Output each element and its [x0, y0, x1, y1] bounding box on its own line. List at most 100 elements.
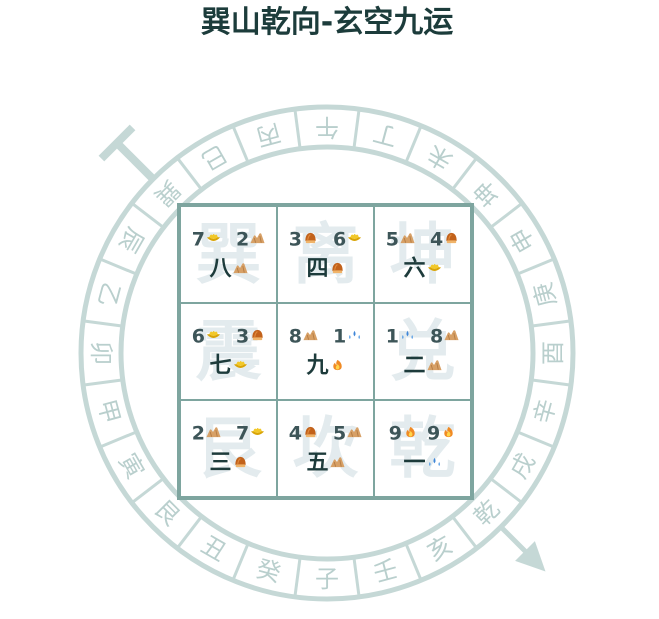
period-row: 四: [278, 256, 373, 283]
hut-icon: [250, 329, 265, 341]
mountain-t-marker-icon: [98, 124, 155, 181]
mountain-star: 6: [192, 325, 221, 348]
mountain-icon: [400, 232, 415, 244]
mountain-icon: [330, 456, 345, 468]
mountain-icon: [303, 329, 318, 341]
facing-star: 6: [333, 228, 362, 251]
period-star-number: 一: [403, 450, 426, 476]
ring-label-gui: 癸: [253, 555, 283, 588]
facing-star-number: 1: [333, 325, 347, 348]
period-row: 六: [375, 256, 470, 283]
period-row: 九: [278, 353, 373, 380]
period-row: 二: [375, 353, 470, 380]
mountain-icon: [347, 426, 362, 438]
mountain-icon: [427, 359, 442, 371]
star-row: 9 9: [375, 422, 470, 445]
palace-watermark: 乾: [389, 409, 456, 487]
period-row: 五: [278, 450, 373, 477]
facing-star-number: 7: [236, 422, 250, 445]
palace-watermark: 兑: [389, 312, 456, 390]
star-row: 4 5: [278, 422, 373, 445]
facing-star: 9: [427, 422, 456, 445]
mountain-icon: [206, 426, 221, 438]
nine-palace-grid: 巽 7 2 八 离 3 6 四 坤 5 4 六 震 6 3 七 8: [177, 203, 474, 500]
star-row: 1 8: [375, 325, 470, 348]
facing-star: 2: [236, 228, 265, 251]
palace-watermark: 震: [195, 312, 262, 390]
mountain-star-number: 9: [388, 422, 402, 445]
ring-label-chou: 丑: [197, 531, 232, 567]
palace-watermark: 巽: [195, 215, 262, 293]
water-drops-icon: [400, 329, 415, 341]
gold-ingot-icon: [250, 426, 265, 438]
palace-watermark: [278, 304, 373, 399]
ring-label-mao: 卯: [87, 341, 115, 365]
gold-ingot-icon: [233, 359, 248, 371]
ring-label-xu: 戌: [505, 449, 541, 484]
palace-cell-kan: 坎 4 5 五: [278, 401, 373, 496]
ring-label-jia: 甲: [92, 396, 125, 426]
period-star-number: 四: [306, 256, 329, 282]
facing-star-number: 4: [430, 228, 444, 251]
period-star-number: 五: [306, 450, 329, 476]
flame-icon: [330, 359, 345, 371]
star-row: 8 1: [278, 325, 373, 348]
mountain-star: 7: [192, 228, 221, 251]
ring-label-xin: 辛: [529, 396, 562, 426]
flame-icon: [403, 426, 418, 438]
hut-icon: [303, 232, 318, 244]
ring-label-ren: 壬: [370, 555, 400, 588]
palace-cell-gen: 艮 2 7 三: [181, 401, 276, 496]
facing-star-number: 8: [430, 325, 444, 348]
ring-label-shen: 申: [505, 223, 541, 258]
facing-star-number: 9: [427, 422, 441, 445]
mountain-star: 2: [192, 422, 221, 445]
palace-cell-center: 8 1 九: [278, 304, 373, 399]
palace-cell-qian: 乾 9 9 一: [375, 401, 470, 496]
ring-label-yin: 寅: [113, 449, 149, 484]
ring-label-you: 酉: [539, 341, 567, 365]
hut-icon: [444, 232, 459, 244]
ring-label-geng: 庚: [529, 279, 562, 309]
ring-label-zi: 子: [315, 565, 339, 593]
mountain-star: 8: [289, 325, 318, 348]
ring-label-hai: 亥: [423, 531, 458, 567]
mountain-star: 3: [289, 228, 318, 251]
ring-label-wu: 午: [315, 113, 339, 141]
facing-star: 4: [430, 228, 459, 251]
mountain-icon: [444, 329, 459, 341]
ring-label-bing: 丙: [253, 118, 283, 151]
mountain-icon: [250, 232, 265, 244]
facing-star-number: 3: [236, 325, 250, 348]
mountain-star-number: 5: [385, 228, 399, 251]
mountain-star-number: 7: [191, 228, 205, 251]
star-row: 2 7: [181, 422, 276, 445]
gold-ingot-icon: [427, 262, 442, 274]
facing-star: 8: [430, 325, 459, 348]
ring-outer-circle: [78, 104, 576, 602]
star-row: 3 6: [278, 228, 373, 251]
star-row: 5 4: [375, 228, 470, 251]
period-star-number: 二: [403, 353, 426, 379]
ring-label-si: 巳: [197, 139, 232, 175]
mountain-star: 9: [389, 422, 418, 445]
palace-cell-zhen: 震 6 3 七: [181, 304, 276, 399]
gold-ingot-icon: [206, 329, 221, 341]
mountain-star-number: 2: [191, 422, 205, 445]
facing-star: 7: [236, 422, 265, 445]
palace-watermark: 坎: [292, 409, 359, 487]
gold-ingot-icon: [206, 232, 221, 244]
ring-label-yi: 乙: [92, 279, 125, 309]
palace-watermark: 离: [292, 215, 359, 293]
mountain-star: 5: [386, 228, 415, 251]
mountain-star-number: 6: [191, 325, 205, 348]
star-row: 6 3: [181, 325, 276, 348]
water-drops-icon: [347, 329, 362, 341]
mountain-star-number: 1: [385, 325, 399, 348]
ring-label-wei: 未: [423, 139, 458, 175]
facing-star: 5: [333, 422, 362, 445]
period-star-number: 八: [209, 256, 232, 282]
period-star-number: 七: [209, 353, 232, 379]
palace-cell-kun: 坤 5 4 六: [375, 207, 470, 302]
